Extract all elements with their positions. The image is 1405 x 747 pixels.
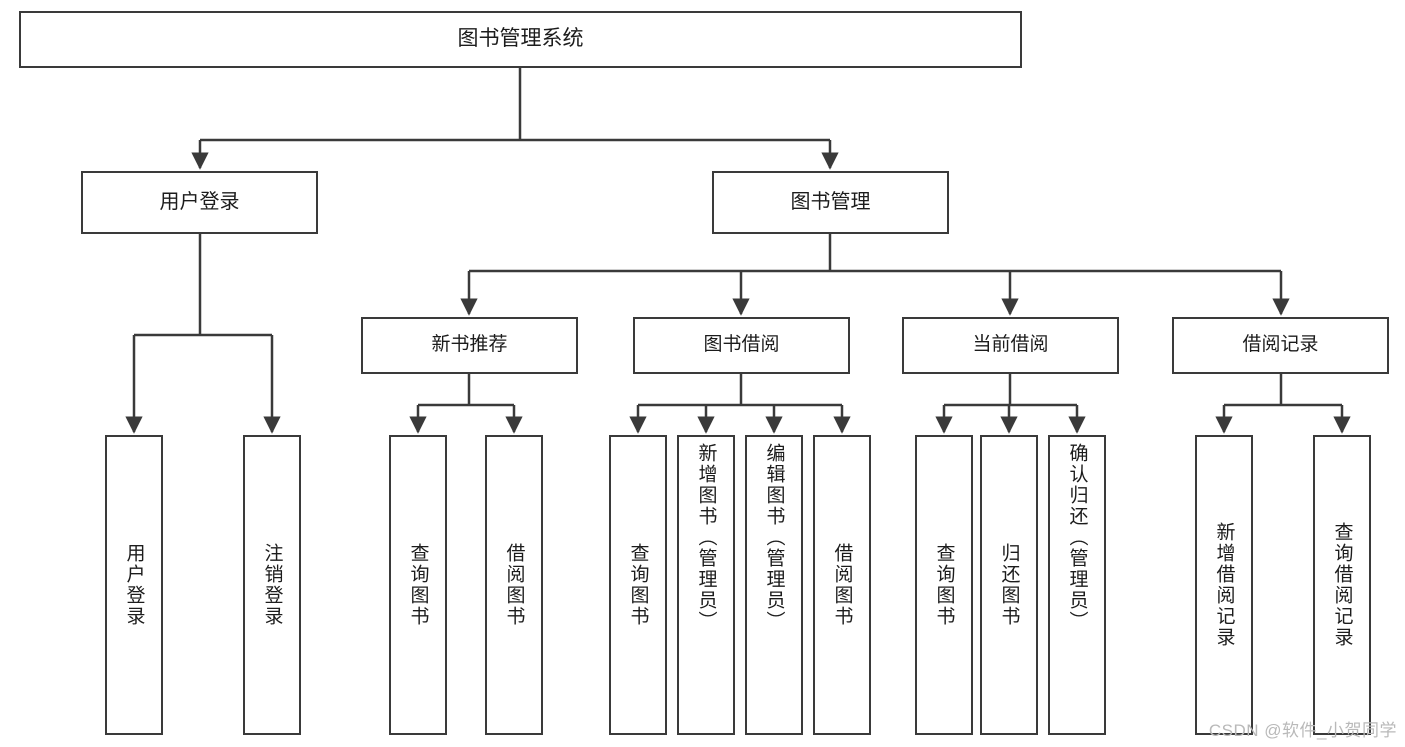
node-new-book-label: 新书推荐	[431, 334, 508, 356]
node-user-login[interactable]: 用户登录	[81, 171, 318, 234]
node-current-label: 当前借阅	[972, 334, 1049, 356]
node-book-manage[interactable]: 图书管理	[712, 171, 949, 234]
leaf-label: 借阅图书	[831, 543, 853, 627]
leaf-user-login-1[interactable]: 用户登录	[105, 435, 163, 735]
leaf-label: 查询图书	[407, 543, 429, 627]
leaf-borrow-3[interactable]: 编辑图书（管理员）	[745, 435, 803, 735]
node-book-manage-label: 图书管理	[790, 190, 871, 213]
node-records[interactable]: 借阅记录	[1172, 317, 1389, 374]
node-records-label: 借阅记录	[1242, 334, 1319, 356]
leaf-label: 注销登录	[261, 543, 283, 627]
leaf-new-book-2[interactable]: 借阅图书	[485, 435, 543, 735]
node-root-label: 图书管理系统	[457, 27, 584, 51]
leaf-label: 查询图书	[933, 543, 955, 627]
node-current[interactable]: 当前借阅	[902, 317, 1119, 374]
leaf-records-2[interactable]: 查询借阅记录	[1313, 435, 1371, 735]
leaf-current-2[interactable]: 归还图书	[980, 435, 1038, 735]
leaf-label: 确认归还（管理员）	[1066, 443, 1088, 632]
leaf-new-book-1[interactable]: 查询图书	[389, 435, 447, 735]
leaf-borrow-1[interactable]: 查询图书	[609, 435, 667, 735]
leaf-borrow-2[interactable]: 新增图书（管理员）	[677, 435, 735, 735]
leaf-label: 编辑图书（管理员）	[763, 443, 785, 632]
leaf-label: 借阅图书	[503, 543, 525, 627]
leaf-current-1[interactable]: 查询图书	[915, 435, 973, 735]
node-new-book[interactable]: 新书推荐	[361, 317, 578, 374]
leaf-label: 查询图书	[627, 543, 649, 627]
leaf-current-3[interactable]: 确认归还（管理员）	[1048, 435, 1106, 735]
watermark: CSDN @软件_小贺同学	[1208, 721, 1397, 740]
leaf-label: 归还图书	[998, 543, 1020, 627]
node-user-login-label: 用户登录	[159, 190, 240, 213]
node-borrow[interactable]: 图书借阅	[633, 317, 850, 374]
leaf-label: 查询借阅记录	[1331, 522, 1353, 648]
leaf-label: 新增图书（管理员）	[695, 443, 717, 632]
node-root[interactable]: 图书管理系统	[19, 11, 1022, 68]
leaf-records-1[interactable]: 新增借阅记录	[1195, 435, 1253, 735]
leaf-borrow-4[interactable]: 借阅图书	[813, 435, 871, 735]
leaf-label: 用户登录	[123, 543, 145, 627]
leaf-label: 新增借阅记录	[1213, 522, 1235, 648]
leaf-user-login-2[interactable]: 注销登录	[243, 435, 301, 735]
node-borrow-label: 图书借阅	[703, 334, 780, 356]
